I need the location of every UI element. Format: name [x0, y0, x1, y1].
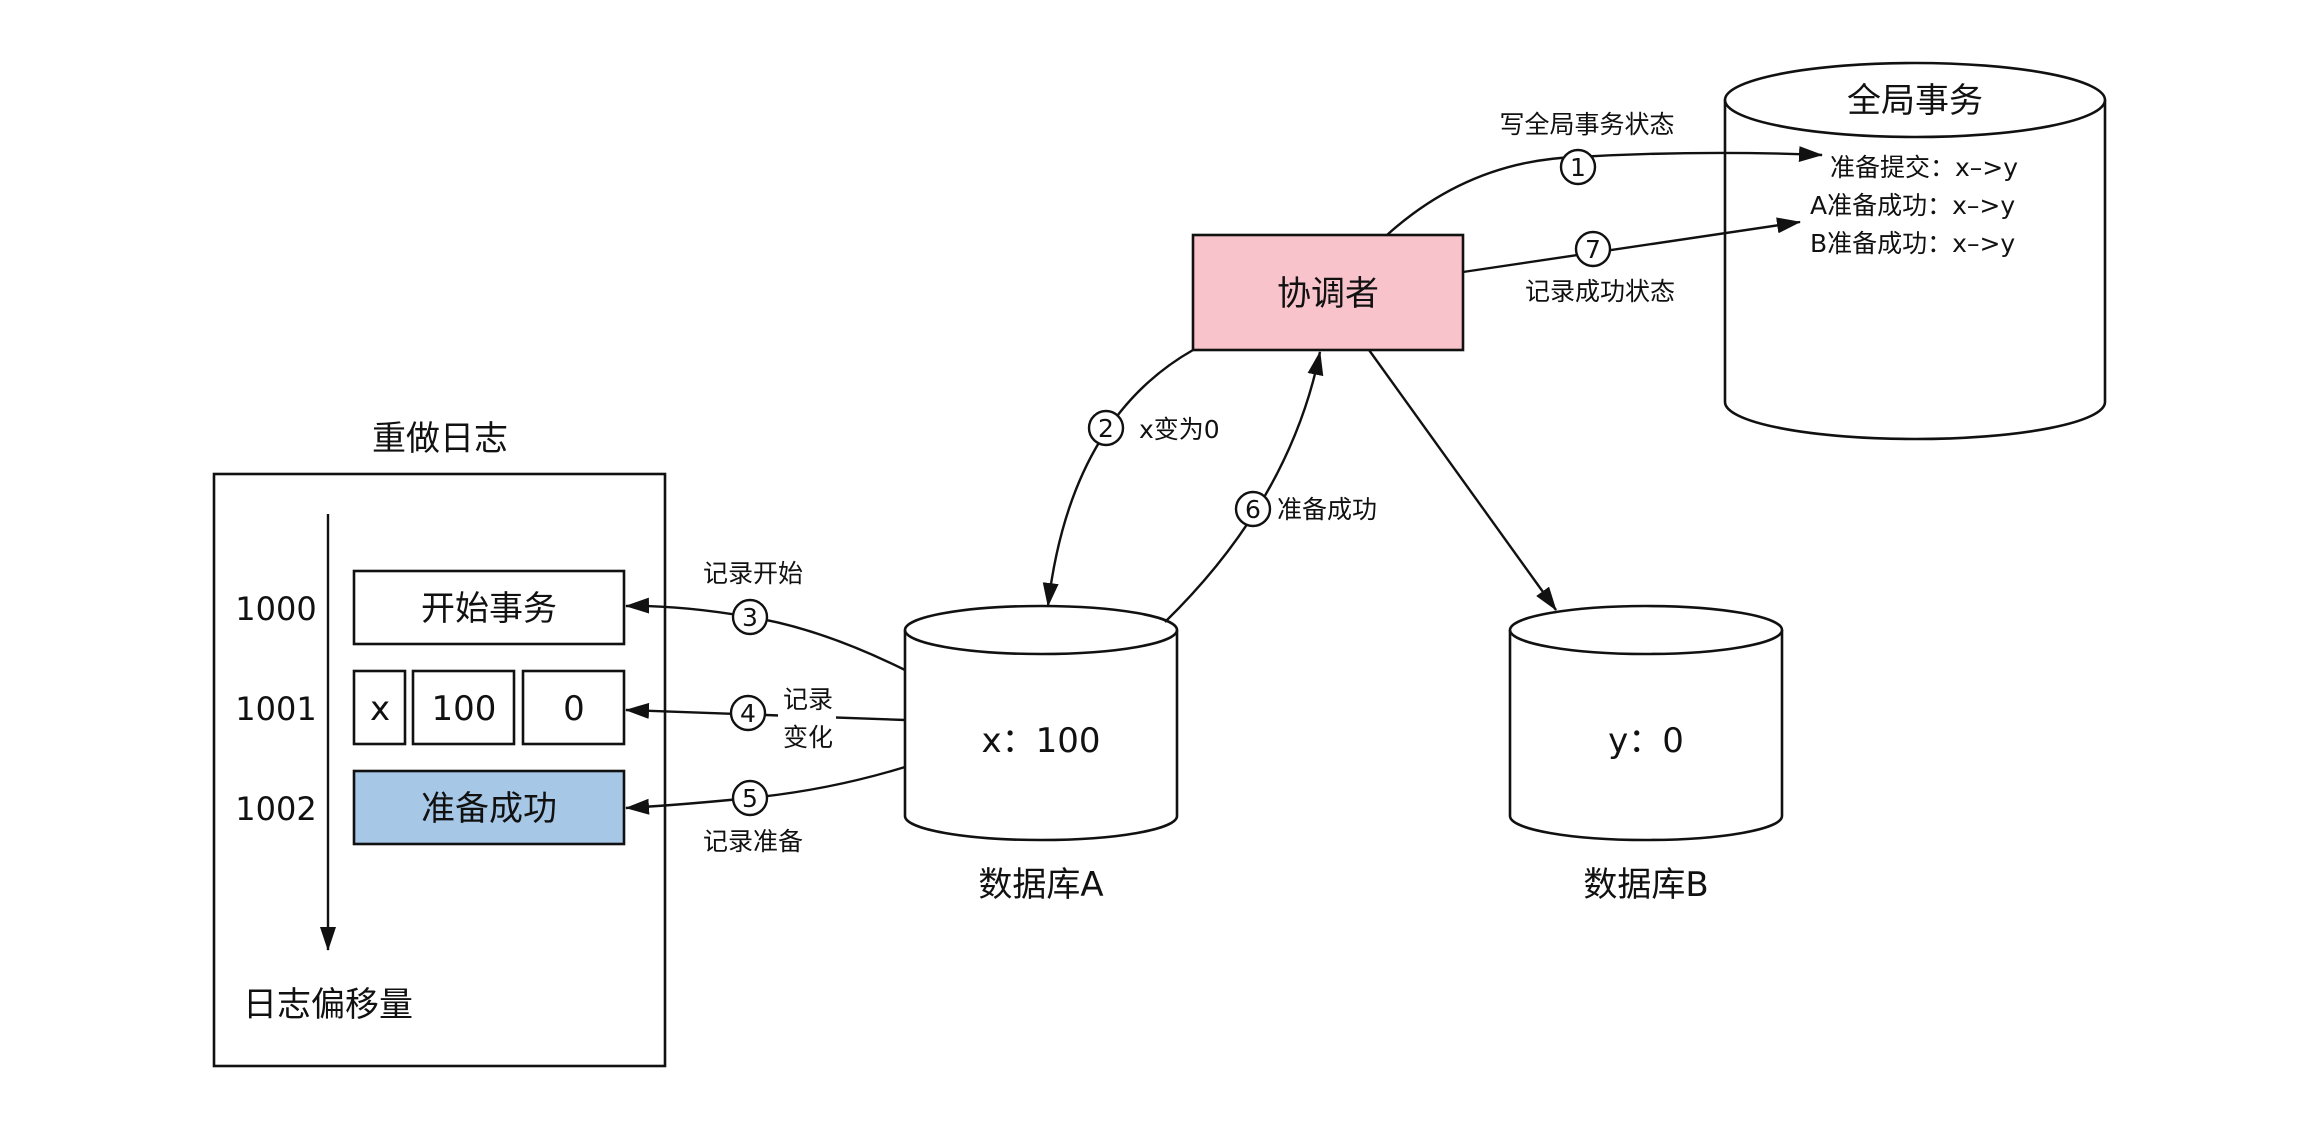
db-a-name: 数据库A: [978, 865, 1103, 905]
coordinator-node: 协调者: [1191, 233, 1465, 352]
db-b-cylinder-body: [1508, 630, 1784, 842]
database-a: x：100 数据库A: [903, 604, 1179, 905]
step-number: 7: [1585, 235, 1601, 264]
step-circle: [729, 694, 767, 732]
log-cell-key: [352, 669, 407, 746]
step-circle: [731, 598, 769, 636]
log-cell-new-value-text: 0: [563, 689, 585, 729]
redo-log-panel: 重做日志 日志偏移量 1000 开始事务 1001 x 100 0 1002 准…: [212, 419, 667, 1068]
global-transaction-store: 全局事务 准备提交：x–>y A准备成功：x–>y B准备成功：x–>y: [1723, 61, 2107, 441]
coordinator-box: [1191, 233, 1465, 352]
step-circle: [1087, 409, 1125, 447]
log-offset-label: 日志偏移量: [243, 985, 413, 1025]
step-number: 5: [742, 784, 758, 813]
database-b: y：0 数据库B: [1508, 604, 1784, 905]
db-b-value: y：0: [1608, 721, 1684, 761]
log-entry-begin: [352, 569, 626, 646]
step-circle: [1574, 230, 1612, 268]
step-number: 3: [742, 603, 758, 632]
db-a-cylinder-top: [903, 604, 1179, 656]
arrow-step-6: [1164, 351, 1324, 623]
log-offset-1000: 1000: [235, 590, 316, 628]
step-badge-2: 2: [1087, 409, 1125, 447]
step-badge-4: 4: [729, 694, 767, 732]
step-1-label: 写全局事务状态: [1499, 110, 1674, 139]
step-badge-1: 1: [1559, 148, 1597, 186]
log-cell-old-value-text: 100: [432, 689, 497, 729]
step-4-label-line1: 记录: [783, 685, 833, 714]
arrow-step-2: [1042, 348, 1194, 607]
step-circle: [731, 779, 769, 817]
step-4-label-bg: [778, 688, 836, 756]
step-circle: [1559, 148, 1597, 186]
log-entry-prepared: [352, 769, 626, 846]
db-b-name: 数据库B: [1583, 865, 1708, 905]
log-cell-old-value: [411, 669, 516, 746]
log-cell-new-value: [521, 669, 626, 746]
log-offset-1002: 1002: [235, 790, 316, 828]
step-badge-7: 7: [1574, 230, 1612, 268]
step-number: 2: [1098, 414, 1114, 443]
step-6-label: 准备成功: [1277, 495, 1377, 524]
db-a-value: x：100: [981, 721, 1100, 761]
global-tx-entry: B准备成功：x–>y: [1810, 229, 2015, 258]
step-3-label: 记录开始: [703, 559, 803, 588]
step-2-label: x变为0: [1139, 415, 1220, 444]
db-a-cylinder-body: [903, 630, 1179, 842]
step-7-label: 记录成功状态: [1525, 277, 1675, 306]
log-cell-key-text: x: [370, 689, 390, 729]
global-tx-title: 全局事务: [1847, 81, 1983, 121]
global-tx-entry: A准备成功：x–>y: [1810, 191, 2015, 220]
global-tx-cylinder-top: [1723, 61, 2107, 139]
step-5-label: 记录准备: [703, 827, 803, 856]
arrow-step-7: [1462, 217, 1801, 274]
coordinator-label: 协调者: [1277, 274, 1379, 314]
step-number: 4: [740, 699, 756, 728]
step-circle: [1234, 490, 1272, 528]
global-tx-cylinder-body: [1723, 100, 2107, 441]
global-tx-entry: 准备提交：x–>y: [1830, 153, 2018, 182]
step-badge-3: 3: [731, 598, 769, 636]
step-4-label-line2: 变化: [783, 723, 833, 752]
step-number: 6: [1245, 495, 1261, 524]
db-b-cylinder-top: [1508, 604, 1784, 656]
log-entry-prepared-text: 准备成功: [421, 789, 557, 829]
step-number: 1: [1570, 153, 1586, 182]
log-offset-1001: 1001: [235, 690, 316, 728]
step-badge-5: 5: [731, 779, 769, 817]
arrow-to-db-b: [1368, 349, 1557, 611]
step-badge-6: 6: [1234, 490, 1272, 528]
log-entry-begin-text: 开始事务: [421, 589, 557, 629]
redo-log-title: 重做日志: [372, 419, 508, 459]
